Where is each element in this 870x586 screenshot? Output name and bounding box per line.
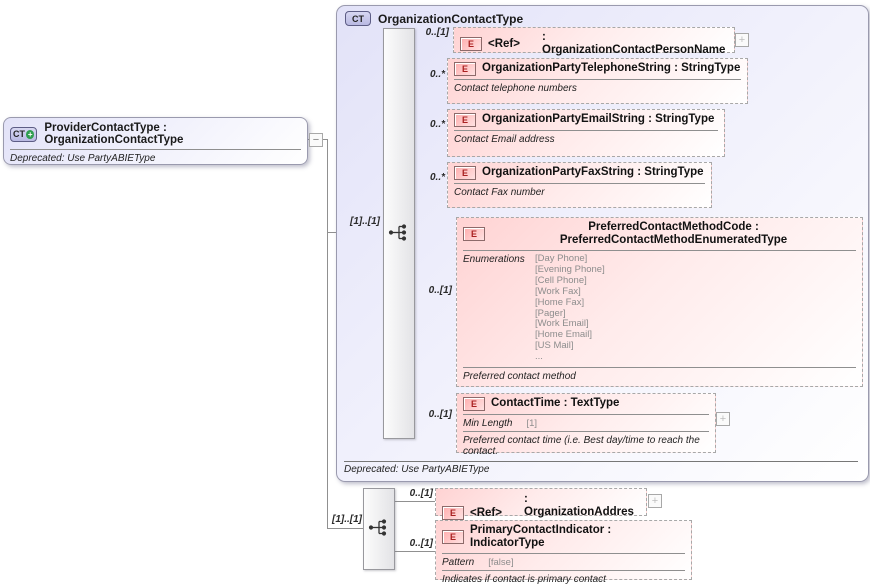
divider xyxy=(463,414,709,415)
footer-divider xyxy=(344,461,858,462)
enum-value: ... xyxy=(535,350,543,362)
divider xyxy=(454,79,741,80)
plus-icon: + xyxy=(26,129,35,139)
deprecated-annotation: Deprecated: Use PartyABIEType xyxy=(10,153,156,164)
cardinality-label: 0..[1] xyxy=(428,285,452,296)
divider xyxy=(454,130,718,131)
enum-value: [Home Email] xyxy=(535,329,593,341)
element-icon: E xyxy=(454,166,476,180)
element-annotation: Preferred contact time (i.e. Best day/ti… xyxy=(463,435,700,457)
cardinality-label: 0..[1] xyxy=(425,27,449,38)
sequence-icon xyxy=(388,224,407,241)
ref-label: <Ref> xyxy=(488,38,520,51)
element-icon: E xyxy=(463,397,485,411)
expand-icon[interactable]: + xyxy=(735,33,749,47)
element-ref-organization-address[interactable]: E <Ref> : OrganizationAddress xyxy=(435,488,647,531)
cardinality-label: 0..* xyxy=(429,69,445,80)
connector-line xyxy=(327,528,365,529)
enum-value: [Day Phone] xyxy=(535,253,588,265)
enum-value: [Work Email] xyxy=(535,318,589,330)
container-title: OrganizationContactType xyxy=(378,11,524,26)
enum-value: [Home Fax] xyxy=(535,296,585,308)
sequence-icon xyxy=(368,519,387,536)
node-title: ProviderContactType : OrganizationContac… xyxy=(44,122,184,146)
element-annotation: Indicates if contact is primary contact xyxy=(442,574,606,586)
connector-line xyxy=(327,139,328,529)
element-title: OrganizationPartyEmailString : StringTyp… xyxy=(482,113,715,126)
divider xyxy=(454,183,705,184)
element-annotation: Contact Fax number xyxy=(454,187,545,198)
badge-label: CT xyxy=(13,129,25,139)
pattern-label: Pattern xyxy=(442,557,475,569)
element-title: PrimaryContactIndicator : IndicatorType xyxy=(470,524,612,550)
pattern-value: [false] xyxy=(488,557,514,569)
element-icon: E xyxy=(442,505,464,520)
badge-label: CT xyxy=(352,13,364,24)
group-cardinality-label: [1]..[1] xyxy=(332,514,362,525)
cardinality-label: 0..* xyxy=(429,172,445,183)
element-icon: E xyxy=(460,37,482,52)
element-organization-party-fax-string[interactable]: E OrganizationPartyFaxString : StringTyp… xyxy=(447,162,712,208)
enum-value: [Work Fax] xyxy=(535,285,581,297)
element-organization-party-email-string[interactable]: E OrganizationPartyEmailString : StringT… xyxy=(447,109,725,157)
divider xyxy=(10,149,301,150)
element-annotation: Contact telephone numbers xyxy=(454,83,577,94)
element-primary-contact-indicator[interactable]: E PrimaryContactIndicator : IndicatorTyp… xyxy=(435,520,692,585)
connector-line xyxy=(321,139,328,140)
complex-type-icon: CT xyxy=(345,11,371,26)
element-organization-party-telephone-string[interactable]: E OrganizationPartyTelephoneString : Str… xyxy=(447,58,748,104)
container-deprecated-annotation: Deprecated: Use PartyABIEType xyxy=(344,464,490,475)
expand-icon[interactable]: + xyxy=(716,412,730,426)
element-title: OrganizationPartyFaxString : StringType xyxy=(482,166,704,179)
min-length-label: Min Length xyxy=(463,418,513,429)
enum-value: [US Mail] xyxy=(535,340,574,352)
element-icon: E xyxy=(442,530,464,545)
enumeration-values: [Day Phone] [Evening Phone] [Cell Phone]… xyxy=(535,254,605,362)
ref-label: <Ref> xyxy=(470,506,502,519)
group-cardinality-label: [1]..[1] xyxy=(350,216,380,227)
branch-line xyxy=(393,501,435,502)
enum-value: [Pager] xyxy=(535,307,566,319)
enum-value: [Cell Phone] xyxy=(535,275,587,287)
element-type: : OrganizationContactPersonName xyxy=(542,31,726,57)
provider-contact-type-node[interactable]: CT+ ProviderContactType : OrganizationCo… xyxy=(3,117,308,165)
element-title: OrganizationPartyTelephoneString : Strin… xyxy=(482,62,741,75)
element-ref-organization-contact-person-name[interactable]: E <Ref> : OrganizationContactPersonName xyxy=(453,27,735,56)
enum-value: [Evening Phone] xyxy=(535,264,605,276)
branch-line xyxy=(393,551,435,552)
enumerations-label: Enumerations xyxy=(463,254,525,266)
complex-type-icon: CT+ xyxy=(10,126,38,142)
element-icon: E xyxy=(454,62,476,76)
divider xyxy=(463,431,709,432)
element-contact-time[interactable]: E ContactTime : TextType Min Length [1] … xyxy=(456,393,716,457)
element-icon: E xyxy=(454,113,476,127)
element-icon: E xyxy=(463,227,485,242)
divider xyxy=(442,553,685,555)
element-preferred-contact-method-code[interactable]: E PreferredContactMethodCode : Preferred… xyxy=(456,217,863,387)
element-title: ContactTime : TextType xyxy=(491,397,620,410)
cardinality-label: 0..* xyxy=(429,119,445,130)
divider xyxy=(463,366,856,368)
element-annotation: Preferred contact method xyxy=(463,370,576,382)
cardinality-label: 0..[1] xyxy=(409,488,433,499)
element-title: PreferredContactMethodCode : PreferredCo… xyxy=(559,221,788,247)
divider xyxy=(463,250,856,252)
divider xyxy=(442,570,685,572)
cardinality-label: 0..[1] xyxy=(428,409,452,420)
collapse-icon[interactable]: − xyxy=(309,133,323,147)
cardinality-label: 0..[1] xyxy=(409,538,433,549)
min-length-value: [1] xyxy=(526,418,538,429)
expand-icon[interactable]: + xyxy=(648,494,662,508)
element-annotation: Contact Email address xyxy=(454,134,555,145)
